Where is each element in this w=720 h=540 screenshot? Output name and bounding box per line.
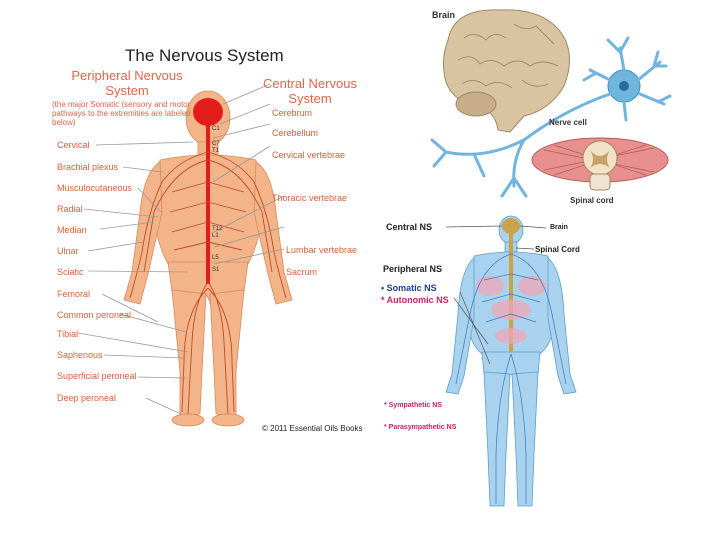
- label-musculocutaneous: Musculocutaneous: [57, 183, 133, 193]
- label-tibial: Tibial: [57, 329, 79, 339]
- label-brachial-plexus: Brachial plexus: [57, 162, 119, 172]
- label-autonomic-ns: * Autonomic NS: [381, 295, 449, 305]
- diagram-title: The Nervous System: [125, 46, 284, 65]
- label-nerve-cell: Nerve cell: [549, 118, 587, 127]
- pns-heading: Peripheral Nervous System: [71, 68, 183, 98]
- label-sacrum: Sacrum: [286, 267, 318, 277]
- spine-mark-t1: T1: [212, 148, 220, 154]
- label-cervical: Cervical: [57, 140, 90, 150]
- label-brain-small: Brain: [550, 224, 568, 231]
- label-spinal-cord: Spinal cord: [570, 196, 614, 205]
- label-sciatic: Sciatic: [57, 267, 84, 277]
- label-somatic-ns: • Somatic NS: [381, 283, 437, 293]
- label-lumbar-vertebrae: Lumbar vertebrae: [286, 245, 358, 255]
- label-sympathetic-ns: * Sympathetic NS: [384, 402, 442, 409]
- label-radial: Radial: [57, 204, 83, 214]
- human-body-nerves-illustration: [77, 83, 293, 427]
- copyright-notice: © 2011 Essential Oils Books: [262, 424, 363, 433]
- spine-mark-t12: T12: [212, 226, 223, 232]
- spine-mark-c1: C1: [212, 126, 220, 132]
- peripheral-diagram-panel: [48, 42, 368, 440]
- label-saphenous: Saphenous: [57, 350, 103, 360]
- label-cerebrum: Cerebrum: [272, 108, 313, 118]
- label-cervical-vertebrae: Cervical vertebrae: [272, 150, 346, 160]
- label-superficial-peroneal: Superficial peroneal: [57, 371, 137, 381]
- label-ulnar: Ulnar: [57, 246, 79, 256]
- label-spinal-cord-small: Spinal Cord: [535, 245, 580, 254]
- cns-heading: Central Nervous System: [263, 76, 357, 106]
- pns-note: (the major Somatic (sensory and motor pa…: [52, 100, 191, 127]
- label-median: Median: [57, 225, 87, 235]
- spine-mark-c7: C7: [212, 141, 220, 147]
- autonomic-body-illustration: [445, 215, 577, 507]
- label-peripheral-ns: Peripheral NS: [383, 264, 443, 274]
- brain-neuron-spinal-illustration: [430, 9, 672, 198]
- label-common-peroneal: Common peroneal: [57, 310, 132, 320]
- label-cerebellum: Cerebellum: [272, 128, 319, 138]
- spine-mark-l5: L5: [212, 255, 219, 261]
- label-central-ns: Central NS: [386, 222, 433, 232]
- spine-mark-s1: S1: [212, 267, 220, 273]
- label-brain: Brain: [432, 10, 456, 20]
- label-deep-peroneal: Deep peroneal: [57, 393, 117, 403]
- label-thoracic-vertebrae: Thoracic vertebrae: [272, 193, 348, 203]
- label-parasympathetic-ns: * Parasympathetic NS: [384, 424, 457, 431]
- label-femoral: Femoral: [57, 289, 91, 299]
- spine-mark-l1: L1: [212, 233, 219, 239]
